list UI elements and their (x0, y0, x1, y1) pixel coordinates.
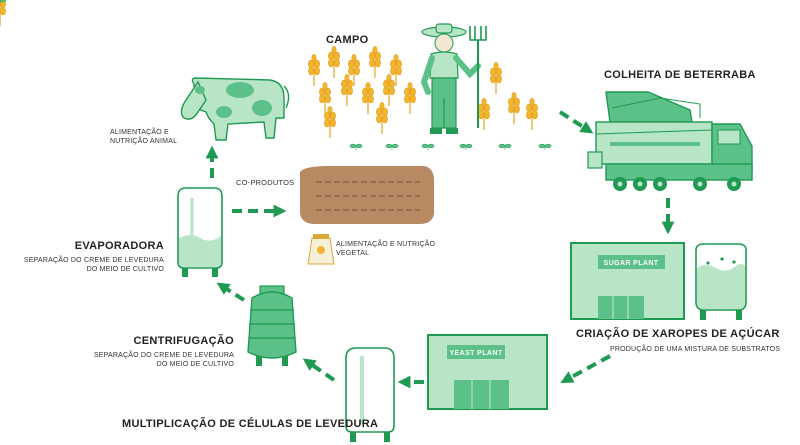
label-multiplicacao: MULTIPLICAÇÃO DE CÉLULAS DE LEVEDURA (122, 418, 379, 430)
label-xaropes: CRIAÇÃO DE XAROPES DE AÇÚCAR (576, 328, 780, 340)
label-evaporadora: EVAPORADORA (74, 240, 164, 252)
process-arrows (205, 110, 675, 389)
sprouts (0, 0, 552, 151)
sugar-plant-sign: SUGAR PLANT (604, 260, 659, 267)
soil-bed (300, 166, 434, 224)
label-alimentacao-animal: ALIMENTAÇÃO E NUTRIÇÃO ANIMAL (110, 129, 178, 145)
wheat-field (0, 0, 539, 139)
label-centrifugacao: CENTRIFUGAÇÃO (133, 335, 234, 347)
arrow-field-to-harvest (558, 110, 594, 134)
arrow-multiplication-to-centrifuge (302, 358, 336, 382)
harvester-truck (587, 91, 753, 191)
cow-illustration (180, 77, 290, 141)
label-co-produtos: CO-PRODUTOS (236, 178, 295, 187)
fertilizer-bag-icon (307, 234, 335, 265)
label-alimentacao-vegetal: ALIMENTAÇÃO E NUTRIÇÃO VEGETAL (336, 241, 436, 257)
syrup-tank (695, 243, 747, 320)
yeast-plant-sign: YEAST PLANT (449, 350, 502, 357)
centrifuge-machine (247, 285, 297, 366)
sugar-plant-building (570, 242, 685, 320)
farmer-figure (420, 23, 487, 134)
multiplication-tank (345, 347, 395, 442)
arrow-centrifuge-to-evaporator (216, 282, 246, 302)
arrow-sugar-to-yeast (560, 354, 611, 384)
label-evaporadora-sub: SEPARAÇÃO DO CREME DE LEVEDURA DO MEIO D… (23, 257, 164, 273)
evaporator-tank (177, 187, 223, 277)
label-colheita: COLHEITA DE BETERRABA (604, 69, 756, 81)
yeast-plant-building (427, 334, 548, 410)
label-campo: CAMPO (326, 34, 369, 46)
label-centrifugacao-sub: SEPARAÇÃO DO CREME DE LEVEDURA DO MEIO D… (93, 352, 234, 368)
label-xaropes-sub: PRODUÇÃO DE UMA MISTURA DE SUBSTRATOS (610, 346, 781, 353)
